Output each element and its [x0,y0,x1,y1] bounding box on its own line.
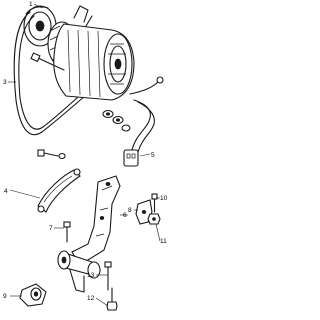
washer-nut-set [102,109,131,132]
callout-5: 5 [151,152,155,159]
callout-8: 8 [128,207,132,214]
bolt-10 [151,193,158,213]
drive-belt [13,11,93,136]
nut-11 [147,213,161,225]
wire-harness [123,76,164,167]
callout-1: 1 [29,1,33,8]
callout-13: 13 [87,272,95,279]
callout-9: 9 [3,293,7,300]
through-bolt [30,52,65,71]
bolt-7 [63,221,71,243]
tensioner [19,283,47,307]
adjusting-brace [37,168,81,213]
alternator-exploded-diagram: 1 3 4 5 6 7 8 9 10 11 12 13 [3,1,168,311]
callout-6: 6 [123,212,127,219]
alternator [47,5,135,101]
bolt-12 [106,287,118,311]
leader-lines [8,3,161,307]
callout-7: 7 [49,225,53,232]
callout-12: 12 [87,295,95,302]
pivot-bracket [57,250,101,293]
mounting-bracket [71,175,121,263]
bolt-13 [104,261,112,291]
adjusting-bolt [37,149,66,160]
callout-4: 4 [4,188,8,195]
callout-11: 11 [160,238,167,245]
callout-3: 3 [3,79,7,86]
callout-10: 10 [160,195,168,202]
